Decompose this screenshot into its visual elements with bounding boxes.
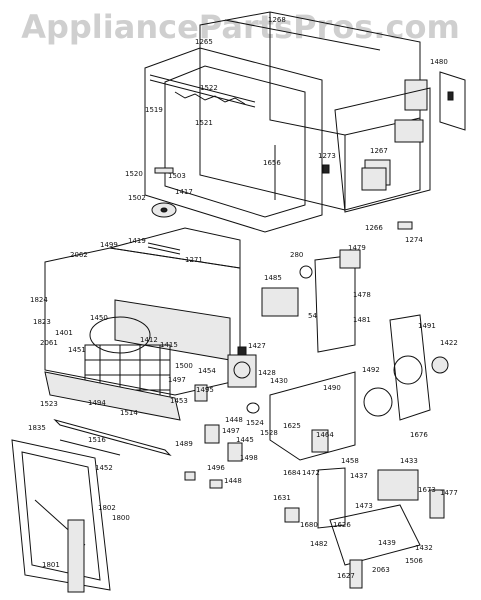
part-label: 280 <box>290 251 303 259</box>
part-label: 2063 <box>372 566 390 574</box>
part-label: 1494 <box>88 399 106 407</box>
part-label: 1439 <box>378 539 396 547</box>
part-label: 2062 <box>70 251 88 259</box>
part-label: 1523 <box>40 400 58 408</box>
door-assembly <box>11 439 111 593</box>
part-label: 1491 <box>418 322 436 330</box>
part-label: 1432 <box>415 544 433 552</box>
part-label: 1448 <box>224 477 242 485</box>
part-label: 1800 <box>112 514 130 522</box>
part-label: 1477 <box>440 489 458 497</box>
part-label: 1495 <box>196 386 214 394</box>
part-label: 1412 <box>140 336 158 344</box>
part-label: 1481 <box>353 316 371 324</box>
small-parts-top <box>147 167 181 255</box>
part-label: 1524 <box>246 419 264 427</box>
part-label: 1473 <box>355 502 373 510</box>
part-label: 1802 <box>98 504 116 512</box>
watermark: AppliancePartsPros.com <box>21 8 460 46</box>
light-cover-parts <box>261 249 361 353</box>
part-label: 1472 <box>302 469 320 477</box>
part-label: 1497 <box>222 427 240 435</box>
part-label: 1452 <box>95 464 113 472</box>
part-label: 1519 <box>145 106 163 114</box>
part-label: 1631 <box>273 494 291 502</box>
part-label: 1454 <box>198 367 216 375</box>
part-label: 1450 <box>90 314 108 322</box>
part-label: 1801 <box>42 561 60 569</box>
part-label: 1503 <box>168 172 186 180</box>
part-label: 1271 <box>185 256 203 264</box>
rear-panel <box>334 87 431 230</box>
part-label: 1430 <box>270 377 288 385</box>
part-label: 1437 <box>350 472 368 480</box>
part-label: 1451 <box>68 346 86 354</box>
part-label: 1445 <box>236 436 254 444</box>
part-label: 1268 <box>268 16 286 24</box>
part-label: 1656 <box>263 159 281 167</box>
part-label: 1427 <box>248 342 266 350</box>
part-label: 1415 <box>160 341 178 349</box>
part-label: 1502 <box>128 194 146 202</box>
brackets-middle <box>53 384 329 489</box>
part-label: 1514 <box>120 409 138 417</box>
part-label: 1684 <box>283 469 301 477</box>
part-label: 1625 <box>283 422 301 430</box>
part-label: 1485 <box>264 274 282 282</box>
part-label: 1464 <box>316 431 334 439</box>
part-label: 1274 <box>405 236 423 244</box>
oven-cavity <box>44 227 241 421</box>
part-label: 1479 <box>348 244 366 252</box>
part-label: 1492 <box>362 366 380 374</box>
outer-cabinet <box>199 11 428 211</box>
part-label: 1676 <box>410 431 428 439</box>
part-label: 54 <box>308 312 317 320</box>
part-label: 1428 <box>258 369 276 377</box>
part-label: 1448 <box>225 416 243 424</box>
part-label: 1401 <box>55 329 73 337</box>
magnetron <box>227 346 257 388</box>
part-label: 1266 <box>365 224 383 232</box>
part-label: 1480 <box>430 58 448 66</box>
part-label: 1419 <box>128 237 146 245</box>
part-label: 1506 <box>405 557 423 565</box>
transformer-parts <box>284 467 445 589</box>
part-label: 1490 <box>323 384 341 392</box>
part-label: 1267 <box>370 147 388 155</box>
part-label: 1497 <box>168 376 186 384</box>
part-label: 1499 <box>100 241 118 249</box>
part-label: 1265 <box>195 38 213 46</box>
part-label: 1627 <box>337 572 355 580</box>
part-label: 1521 <box>195 119 213 127</box>
part-label: 1528 <box>260 429 278 437</box>
part-label: 1496 <box>207 464 225 472</box>
front-frame <box>144 47 323 233</box>
part-label: 1680 <box>300 521 318 529</box>
part-1480 <box>439 71 466 131</box>
part-label: 1835 <box>28 424 46 432</box>
part-label: 1458 <box>341 457 359 465</box>
part-label: 1823 <box>33 318 51 326</box>
part-label: 1522 <box>200 84 218 92</box>
part-label: 1516 <box>88 436 106 444</box>
part-label: 1500 <box>175 362 193 370</box>
part-label: 1673 <box>418 486 436 494</box>
part-number-labels: 1268 1265 1480 1522 1519 1521 1656 1273 … <box>28 16 458 580</box>
part-label: 2061 <box>40 339 58 347</box>
part-label: 1417 <box>175 188 193 196</box>
part-label: 1453 <box>170 397 188 405</box>
part-label: 1422 <box>440 339 458 347</box>
part-label: 1489 <box>175 440 193 448</box>
part-label: 1626 <box>333 521 351 529</box>
part-label: 1482 <box>310 540 328 548</box>
part-label: 1498 <box>240 454 258 462</box>
part-label: 1273 <box>318 152 336 160</box>
part-label: 1433 <box>400 457 418 465</box>
part-label: 1824 <box>30 296 48 304</box>
part-label: 1478 <box>353 291 371 299</box>
part-label: 1520 <box>125 170 143 178</box>
